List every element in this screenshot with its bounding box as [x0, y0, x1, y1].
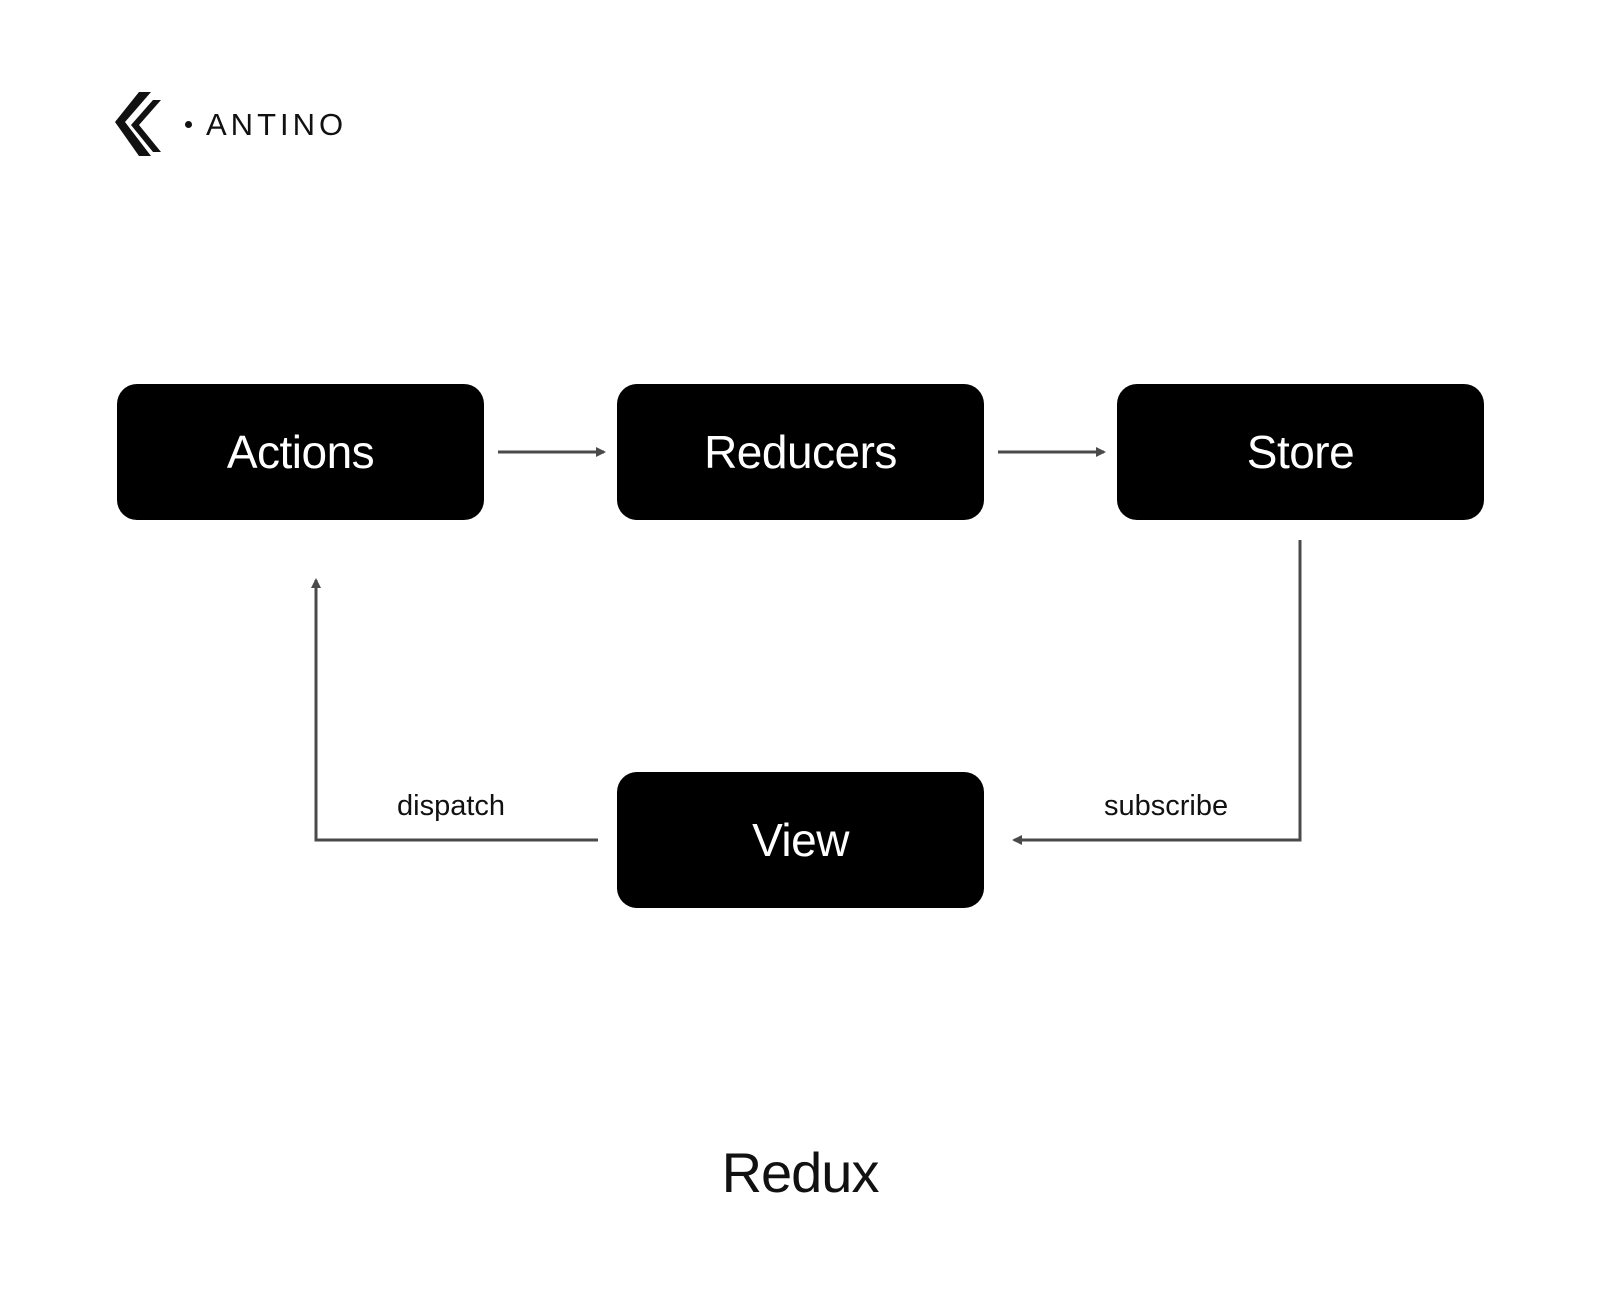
node-actions: Actions	[117, 384, 484, 520]
antino-chevron-logo-icon	[115, 92, 161, 156]
logo-separator-dot	[185, 120, 192, 128]
edge-label-dispatch: dispatch	[397, 790, 506, 822]
logo-wordmark: ANTINO	[206, 106, 348, 142]
node-reducers: Reducers	[617, 384, 984, 520]
antino-logo: ANTINO	[115, 92, 347, 156]
node-view: View	[617, 772, 984, 908]
edge-label-subscribe: subscribe	[1104, 790, 1229, 822]
node-store: Store	[1117, 384, 1484, 520]
diagram-title: Redux	[721, 1141, 880, 1204]
